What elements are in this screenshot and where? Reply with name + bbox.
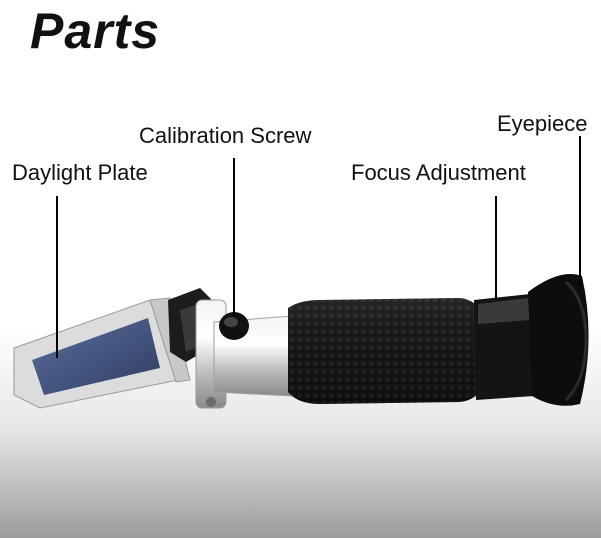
- rubber-grip: [288, 298, 482, 404]
- eyepiece-label: Eyepiece: [497, 111, 588, 136]
- daylight-plate: [13, 297, 191, 409]
- calibration-screw: [219, 312, 249, 340]
- focus-adjustment-label: Focus Adjustment: [351, 160, 526, 185]
- daylight-plate-label: Daylight Plate: [12, 160, 148, 185]
- page-title: Parts: [30, 3, 161, 59]
- calibration-screw-label: Calibration Screw: [139, 123, 312, 148]
- focus-ring: [474, 294, 534, 400]
- eyepiece: [528, 274, 589, 406]
